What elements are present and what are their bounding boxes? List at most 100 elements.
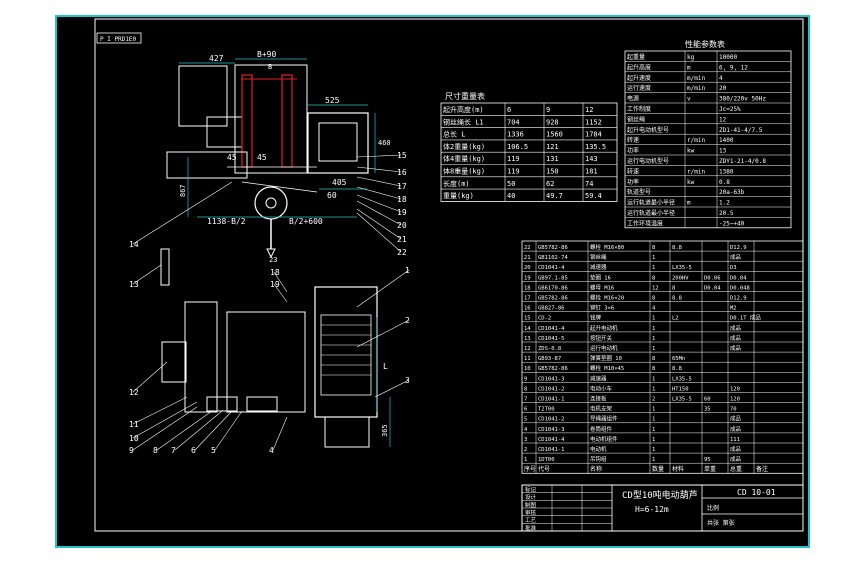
leader-line [356, 186, 402, 200]
parts-table-cell: 11 [524, 356, 531, 362]
hook-tip [266, 248, 276, 259]
parts-table-cell: 1 [652, 407, 655, 413]
size-table-cell: 钢丝绳长 L1 [443, 117, 484, 126]
parts-table-cell: D0.06 [704, 275, 721, 281]
leader-label: 13 [129, 280, 139, 289]
spec-table-cell: 起升高度 [627, 63, 651, 71]
spec-table-cell: 4 [719, 75, 723, 82]
size-table-cell: 12 [585, 106, 593, 114]
parts-table-cell: 8 [652, 296, 655, 302]
dim-60-text: 60 [327, 191, 337, 200]
leader-label: 6 [191, 446, 196, 455]
parts-table-header: 序号 [524, 465, 536, 473]
parts-table-cell: GB1102-74 [538, 255, 568, 261]
dim-b90-text: B+90 [257, 50, 276, 59]
leader-line [156, 410, 213, 451]
parts-table-cell: 1 [652, 265, 655, 271]
parts-table-cell: 电动机 [590, 445, 607, 453]
parts-table-cell: 8 [652, 275, 655, 281]
size-table-cell: 重量(kg) [443, 192, 474, 200]
parts-table-cell: 2 [524, 447, 527, 453]
cad-drawing: P I PRD1E0 [94, 18, 804, 532]
parts-table-cell: 1 [524, 457, 527, 463]
tb-row-label: 批准 [525, 524, 537, 532]
leader-label: 4 [269, 446, 274, 455]
wheel-left [206, 396, 238, 412]
parts-table-cell: D12.9 [730, 296, 747, 302]
drawing-sheet: P I PRD1E0 [55, 15, 810, 548]
dim-l-text: L [383, 362, 388, 371]
dim-365-text: 365 [381, 424, 389, 437]
size-table-cell: 体2重量(kg) [443, 142, 485, 151]
spec-table-cell: m/min [687, 85, 705, 92]
parts-table-cell: L2 [672, 316, 679, 322]
parts-table-cell: 1 [652, 417, 655, 423]
leader-label: 15 [397, 151, 407, 160]
spec-table-cell: 轨道型号 [627, 188, 651, 196]
top-view: 427 B+90 B 525 460 45 45 405 60 1138-B/2… [166, 50, 391, 264]
drum-frame [234, 64, 308, 174]
drawing-number: CD 10-01 [737, 488, 776, 497]
leader-line [356, 200, 402, 226]
parts-table-cell: CD-2 [538, 316, 551, 322]
parts-table-cell: 2 [652, 397, 655, 403]
spec-table-title: 性能参数表 [685, 39, 725, 49]
parts-table-cell: 螺栓 M10×45 [590, 364, 624, 372]
leader-line [356, 176, 402, 187]
leader-label: 16 [397, 168, 407, 177]
front-left-motor [161, 341, 187, 383]
parts-table-cell: 120 [730, 397, 740, 403]
parts-table-cell: 6 [524, 407, 527, 413]
parts-table-header: 总重 [730, 465, 742, 473]
hook-pulley [254, 186, 288, 220]
parts-table-frame [521, 240, 804, 474]
parts-table-header: 材料 [672, 465, 684, 473]
parts-table-cell: 1 [652, 326, 655, 332]
spec-table-cell: 运行轨道最小半径 [627, 209, 675, 217]
leader-line [273, 271, 288, 293]
dim-867-text: 867 [179, 184, 187, 197]
spec-table-cell: m [687, 200, 691, 207]
tb-row-label: 制图 [525, 501, 537, 509]
leader-label: 7 [171, 446, 176, 455]
spec-table-cell: 12 [719, 116, 727, 123]
size-table-cell: 1784 [585, 131, 602, 139]
size-table-cell: 704 [507, 118, 520, 126]
spec-table-frame [624, 50, 792, 229]
size-table-cell: 长度(m) [443, 179, 470, 188]
size-table-cell: 40 [507, 192, 515, 200]
parts-table-cell: 1 [652, 376, 655, 382]
size-table-cell: 9 [546, 106, 550, 114]
parts-table-cell: 8 [524, 386, 527, 392]
sheet-label: 共张 第张 [707, 519, 735, 527]
parts-table-cell: 200HV [672, 275, 689, 281]
size-table-cell: 150 [546, 168, 559, 176]
parts-table-cell: 铆钉 3×6 [590, 304, 614, 312]
parts-table-cell: 8 [652, 366, 655, 372]
parts-table-cell: CD1041-3 [538, 376, 565, 382]
tb-row-label: 审核 [525, 509, 537, 517]
stamp-box [96, 32, 142, 44]
parts-table-cell: 1 [652, 457, 655, 463]
parts-table-cell: 12 [524, 346, 531, 352]
dim-1138-text: 1138-B/2 [207, 217, 246, 226]
parts-table-cell: D0.048 [730, 285, 750, 291]
spec-table-cell: v [687, 96, 691, 103]
parts-table-cell: 连接板 [590, 395, 607, 403]
dim-b-text: B [268, 63, 272, 71]
right-motor-inner [318, 122, 358, 162]
parts-table-header: 单重 [704, 465, 716, 473]
spec-table-cell: 20 [719, 85, 727, 92]
size-table-cell: 74 [585, 180, 593, 188]
parts-table-cell: 导绳器组件 [590, 415, 618, 423]
size-table-cell: 181 [585, 168, 598, 176]
parts-table-cell: HT150 [672, 386, 689, 392]
parts-table-cell: 8.8 [672, 296, 682, 302]
tb-row-label: 工艺 [525, 517, 537, 524]
parts-table-cell: GB6170-86 [538, 285, 568, 291]
leader-line [132, 401, 198, 439]
scale-label: 比例 [707, 504, 719, 512]
front-mid-frame [226, 311, 306, 413]
front-view: L 365 [161, 286, 391, 448]
